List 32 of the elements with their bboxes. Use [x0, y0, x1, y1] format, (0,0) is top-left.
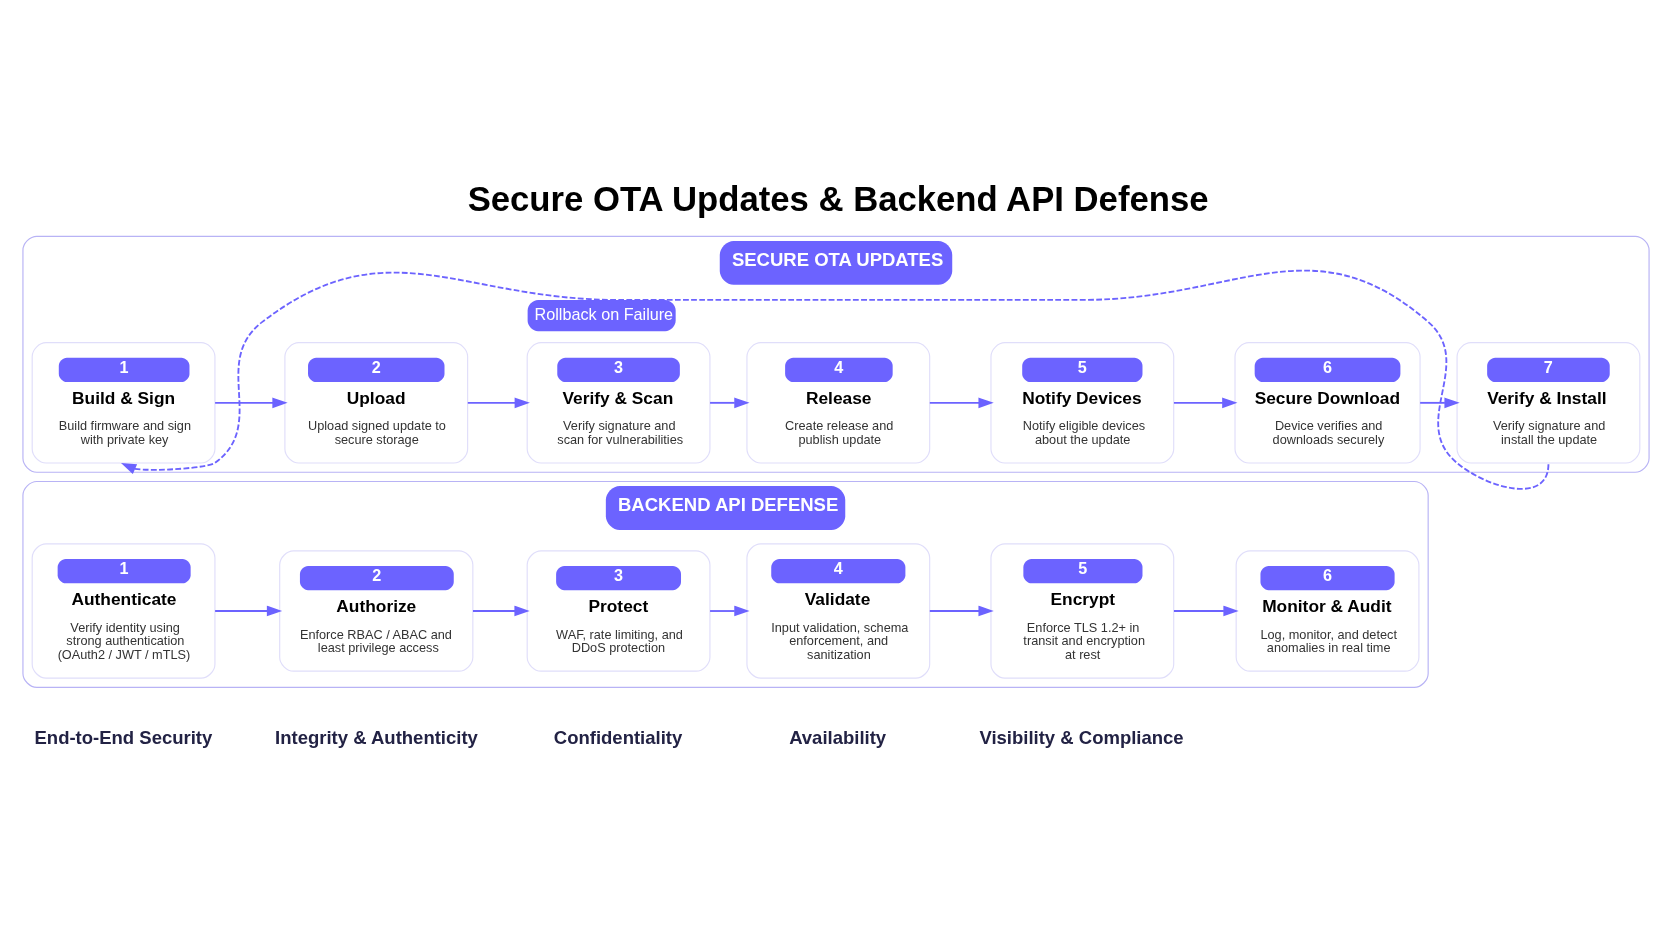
node-box: 4 Release Create release and publish update — [746, 342, 931, 464]
label: Visibility & Compliance — [979, 726, 1184, 748]
label: Availability — [789, 726, 887, 748]
node-box: 2 Upload Upload signed update to secure storage — [284, 342, 469, 464]
arrow — [472, 605, 530, 617]
arrow — [466, 397, 530, 409]
arrow — [928, 397, 994, 409]
arrow — [121, 269, 1550, 490]
label: Confidentiality — [553, 726, 683, 748]
diagram-title: Secure OTA Updates & Backend API Defense — [467, 179, 1209, 218]
node-box: 1 Authenticate Verify identity using strong authentication (OAuth2 / JWT / mTLS) — [31, 543, 216, 679]
node-box: 3 Verify & Scan Verify signature and scan for vulnerabilities — [526, 342, 711, 464]
node-box: 3 Protect WAF, rate limiting, and DDoS protection — [526, 550, 711, 672]
arrow — [1173, 605, 1239, 617]
arrow — [214, 605, 283, 617]
label: End-to-End Security — [34, 726, 213, 748]
node-box: 7 Verify & Install Verify signature and install the update — [1456, 342, 1641, 464]
node-box: 1 Build & Sign Build firmware and sign with private key — [31, 342, 216, 464]
edge-label: Rollback on Failure — [534, 305, 674, 324]
node-box: 4 Validate Input validation, schema enforcement, and sanitization — [746, 543, 931, 679]
label: Integrity & Authenticity — [275, 726, 478, 748]
node-box: 2 Authorize Enforce RBAC / ABAC and least privilege access — [279, 550, 474, 672]
node-box: 6 Secure Download Device verifies and downloads securely — [1234, 342, 1421, 464]
arrow — [709, 397, 750, 409]
arrow — [709, 605, 750, 617]
node-box: 6 Monitor & Audit Log, monitor, and detect anomalies in real time — [1235, 550, 1420, 672]
node-box: 5 Encrypt Enforce TLS 1.2+ in transit and encryption at rest — [990, 543, 1175, 679]
arrow — [214, 397, 288, 409]
arrow — [1173, 397, 1238, 409]
node-box: 5 Notify Devices Notify eligible devices about the update — [990, 342, 1175, 464]
arrow — [1419, 397, 1460, 409]
arrow — [928, 605, 994, 617]
